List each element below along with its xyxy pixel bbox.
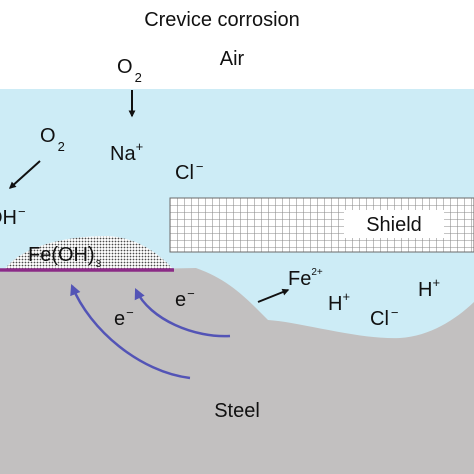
oxygen-diagonal-arrow (8, 160, 41, 189)
steel-region (0, 268, 474, 474)
air-label: Air (220, 48, 245, 70)
iron-ion-label: Fe2+ (288, 267, 323, 290)
iron-hydroxide-label: Fe(OH)3 (28, 244, 102, 270)
iron-ion-arrow (257, 288, 290, 303)
chloride-ion-lower-label: Cl− (370, 305, 398, 330)
hydrogen-ion-right-label: H+ (418, 275, 440, 301)
steel-label: Steel (214, 400, 260, 422)
shield-label: Shield (366, 214, 422, 236)
electron-upper-label: e− (175, 286, 195, 311)
hydrogen-ion-left-label: H+ (328, 289, 350, 315)
electron-flow-arrow-upper (134, 288, 231, 338)
sodium-ion-label: Na+ (110, 139, 143, 165)
electron-flow-arrow-lower (70, 283, 191, 380)
diagram-title: Crevice corrosion (144, 9, 300, 31)
chloride-ion-upper-label: Cl− (175, 159, 203, 184)
electron-lower-label: e− (114, 305, 134, 330)
shield-label-bg (344, 210, 444, 238)
iron-hydroxide-deposit (4, 236, 174, 270)
hydroxide-ion-label: OH− (0, 204, 26, 229)
